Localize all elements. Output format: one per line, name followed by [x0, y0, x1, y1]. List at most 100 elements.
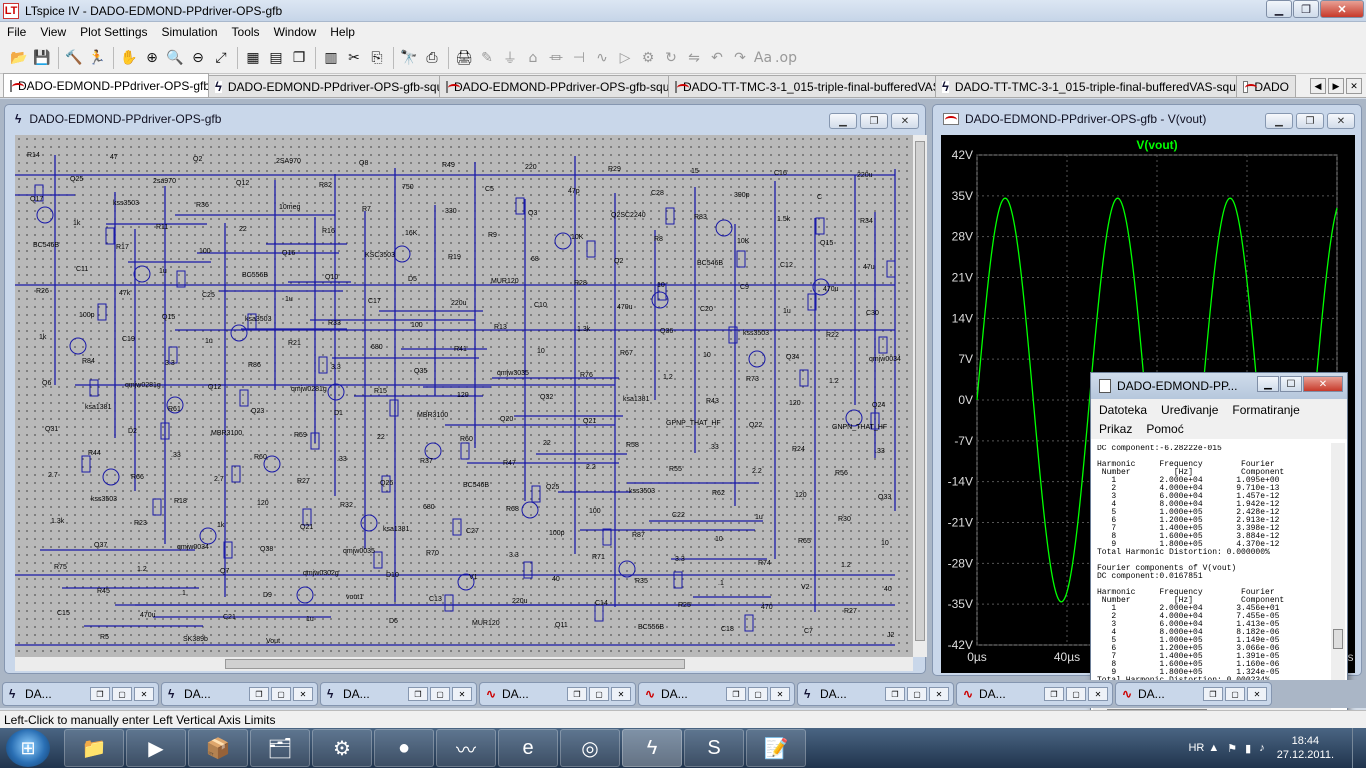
restore-button[interactable]: ❐ — [1203, 687, 1223, 701]
zoom-fit-icon[interactable]: ⤢ — [215, 49, 227, 66]
schematic-label[interactable]: R58 — [626, 442, 639, 449]
resistor-symbol[interactable] — [515, 197, 525, 215]
fourier-minimize-button[interactable]: ▁ — [1257, 376, 1279, 392]
capacitor-icon[interactable]: ⊣ — [572, 49, 586, 66]
schematic-label[interactable]: V1 — [469, 574, 478, 581]
schematic-label[interactable]: 40 — [552, 576, 560, 583]
menu-tools[interactable]: Tools — [231, 25, 260, 39]
schematic-label[interactable]: 22 — [377, 434, 385, 441]
fourier-maximize-button[interactable]: ☐ — [1280, 376, 1302, 392]
print-setup-icon[interactable]: 🖨 — [455, 49, 473, 66]
schematic-label[interactable]: Q23 — [251, 408, 264, 415]
schematic-label[interactable]: Q22 — [749, 422, 762, 429]
schematic-label[interactable]: qmjw0302g — [303, 570, 339, 577]
resistor-symbol[interactable] — [310, 432, 320, 450]
resistor-symbol[interactable] — [34, 184, 44, 202]
schematic-label[interactable]: C5 — [485, 186, 494, 193]
fourier-menu-item[interactable]: Datoteka — [1099, 403, 1148, 417]
resistor-symbol[interactable] — [673, 571, 683, 589]
transistor-symbol[interactable] — [360, 514, 378, 532]
minimized-window[interactable]: ∿DA...❐▢✕ — [479, 682, 636, 706]
fourier-close-button[interactable]: ✕ — [1303, 376, 1343, 392]
schematic-label[interactable]: 3.3 — [675, 556, 685, 563]
schematic-close-button[interactable]: ✕ — [891, 113, 919, 129]
schematic-label[interactable]: R83 — [694, 214, 707, 221]
explorer-icon[interactable]: 📁 — [64, 729, 124, 767]
schematic-label[interactable]: 120 — [257, 500, 269, 507]
schematic-label[interactable]: 1u — [159, 268, 167, 275]
fourier-menu-item[interactable]: Pomoć — [1146, 422, 1184, 436]
tile-vertical-icon[interactable]: ▤ — [269, 49, 283, 66]
transistor-symbol[interactable] — [133, 265, 151, 283]
schematic-label[interactable]: Q3 — [528, 210, 537, 217]
schematic-label[interactable]: 1.2 — [829, 378, 839, 385]
transistor-symbol[interactable] — [296, 586, 314, 604]
schematic-label[interactable]: C14 — [595, 600, 608, 607]
schematic-label[interactable]: qmjw3035 — [497, 370, 529, 377]
schematic-label[interactable]: 390p — [734, 192, 750, 199]
transistor-symbol[interactable] — [69, 337, 87, 355]
schematic-label[interactable]: .33 — [875, 448, 885, 455]
transistor-symbol[interactable] — [263, 455, 281, 473]
schematic-label[interactable]: ksa1381 — [383, 526, 410, 533]
schematic-label[interactable]: D1 — [334, 410, 343, 417]
redo-icon[interactable]: ↷ — [734, 49, 746, 66]
fourier-vscroll-thumb[interactable] — [1333, 629, 1343, 649]
mirror-icon[interactable]: ⇋ — [688, 49, 700, 66]
schematic-label[interactable]: 10 — [657, 282, 665, 289]
schematic-label[interactable]: 10 — [537, 348, 545, 355]
schematic-label[interactable]: R84 — [82, 358, 95, 365]
fourier-vertical-scrollbar[interactable] — [1331, 443, 1345, 707]
copy-icon[interactable]: ⎘ — [371, 49, 383, 66]
schematic-label[interactable]: R32 — [340, 502, 353, 509]
schematic-label[interactable]: Q17 — [30, 196, 43, 203]
restore-button[interactable]: ❐ — [1044, 687, 1064, 701]
schematic-label[interactable]: kss3503 — [629, 488, 655, 495]
schematic-label[interactable]: 47p — [568, 188, 580, 195]
fourier-menu-item[interactable]: Prikaz — [1099, 422, 1133, 436]
spice-directive-icon[interactable]: .op — [775, 49, 797, 66]
resistor-symbol[interactable] — [89, 379, 99, 397]
schematic-label[interactable]: 10 — [703, 352, 711, 359]
close-button[interactable]: ✕ — [929, 687, 949, 701]
flag-icon[interactable]: ⚑ — [1227, 742, 1238, 755]
schematic-label[interactable]: Q21 — [300, 524, 313, 531]
schematic-label[interactable]: R86 — [248, 362, 261, 369]
schematic-label[interactable]: R62 — [712, 490, 725, 497]
schematic-label[interactable]: ksa1381 — [85, 404, 112, 411]
resistor-symbol[interactable] — [381, 475, 391, 493]
schematic-label[interactable]: R34 — [860, 218, 873, 225]
resistor-symbol[interactable] — [97, 303, 107, 321]
schematic-label[interactable]: BC556B — [242, 272, 268, 279]
schematic-label[interactable]: C25 — [202, 292, 215, 299]
schematic-vertical-scrollbar[interactable] — [913, 135, 927, 657]
menu-help[interactable]: Help — [330, 25, 355, 39]
schematic-label[interactable]: R14 — [27, 152, 40, 159]
schematic-label[interactable]: R47 — [503, 460, 516, 467]
schematic-label[interactable]: R28 — [574, 280, 587, 287]
schematic-label[interactable]: R76 — [580, 372, 593, 379]
schematic-label[interactable]: R82 — [319, 182, 332, 189]
schematic-label[interactable]: R7 — [362, 206, 371, 213]
schematic-label[interactable]: C20 — [700, 306, 713, 313]
schematic-label[interactable]: R17 — [116, 244, 129, 251]
schematic-label[interactable]: Q2 — [193, 156, 202, 163]
transistor-symbol[interactable] — [102, 468, 120, 486]
transistor-symbol[interactable] — [521, 501, 539, 519]
schematic-label[interactable]: D5 — [408, 276, 417, 283]
schematic-label[interactable]: C13 — [429, 596, 442, 603]
restore-button[interactable]: ❐ — [567, 687, 587, 701]
schematic-label[interactable]: R56 — [835, 470, 848, 477]
resistor-symbol[interactable] — [870, 412, 880, 430]
schematic-minimize-button[interactable]: ▁ — [829, 113, 857, 129]
schematic-label[interactable]: 220 — [525, 164, 537, 171]
schematic-label[interactable]: 47u — [863, 264, 875, 271]
schematic-label[interactable]: Q38 — [260, 546, 273, 553]
y-tick-label[interactable]: -42V — [948, 638, 973, 652]
schematic-label[interactable]: R33 — [328, 320, 341, 327]
folder-icon[interactable]: 🗂 — [250, 729, 310, 767]
schematic-label[interactable]: 3.3 — [509, 552, 519, 559]
halt-icon[interactable]: ✋ — [120, 49, 138, 66]
resistor-symbol[interactable] — [799, 369, 809, 387]
